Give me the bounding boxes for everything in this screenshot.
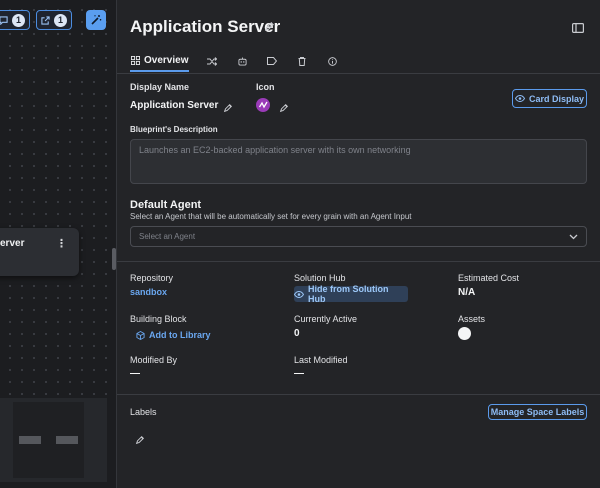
default-agent-placeholder: Select an Agent bbox=[139, 232, 196, 241]
tab-labels[interactable] bbox=[257, 50, 287, 72]
currently-active-value: 0 bbox=[294, 328, 300, 339]
modified-by-value: — bbox=[130, 368, 140, 379]
tab-overview[interactable]: Overview bbox=[130, 50, 190, 72]
minimap-node bbox=[19, 436, 41, 444]
add-to-library-label: Add to Library bbox=[149, 330, 211, 340]
labels-title: Labels bbox=[130, 407, 157, 417]
node-title: erver bbox=[0, 238, 25, 249]
default-agent-title: Default Agent bbox=[130, 199, 202, 211]
canvas-toolbar: 1 1 bbox=[0, 10, 72, 32]
add-to-library-button[interactable]: Add to Library bbox=[136, 330, 211, 340]
shares-count: 1 bbox=[54, 13, 67, 27]
description-textarea[interactable]: Launches an EC2-backed application serve… bbox=[130, 139, 587, 184]
edit-display-name-icon[interactable] bbox=[223, 100, 233, 118]
estimated-cost-label: Estimated Cost bbox=[458, 273, 520, 283]
node-menu-icon[interactable]: ⋮ bbox=[56, 238, 67, 250]
eye-icon bbox=[294, 290, 304, 298]
shares-button[interactable]: 1 bbox=[36, 10, 72, 30]
panel-resize-handle[interactable] bbox=[112, 248, 116, 270]
tab-workflows[interactable] bbox=[197, 50, 227, 72]
display-name-label: Display Name bbox=[130, 82, 190, 92]
minimap-node bbox=[56, 436, 78, 444]
tag-icon bbox=[267, 57, 278, 65]
info-icon bbox=[328, 56, 337, 66]
chevron-down-icon bbox=[569, 234, 578, 239]
card-display-label: Card Display bbox=[528, 93, 585, 104]
hide-from-solution-hub-label: Hide from Solution Hub bbox=[307, 284, 389, 304]
tab-info[interactable] bbox=[317, 50, 347, 72]
magic-wand-button[interactable] bbox=[86, 10, 106, 30]
estimated-cost-value: N/A bbox=[458, 287, 476, 298]
last-modified-value: — bbox=[294, 368, 304, 379]
repository-link[interactable]: sandbox bbox=[130, 287, 167, 297]
magic-wand-icon bbox=[91, 15, 102, 25]
section-divider bbox=[117, 261, 600, 262]
display-name-value: Application Server bbox=[130, 100, 219, 111]
icon-label: Icon bbox=[256, 82, 275, 92]
building-block-label: Building Block bbox=[130, 314, 187, 324]
blueprint-icon bbox=[256, 98, 270, 112]
repository-label: Repository bbox=[130, 273, 174, 283]
trash-icon bbox=[298, 56, 306, 66]
hide-from-solution-hub-button[interactable]: Hide from Solution Hub bbox=[294, 284, 408, 304]
tab-agents[interactable] bbox=[227, 50, 257, 72]
manage-space-labels-button[interactable]: Manage Space Labels bbox=[488, 404, 587, 420]
external-link-icon bbox=[41, 15, 50, 25]
blueprint-canvas[interactable]: 1 1 erver ⋮ bbox=[0, 0, 116, 488]
edit-icon-icon[interactable] bbox=[279, 100, 289, 118]
default-agent-subtitle: Select an Agent that will be automatical… bbox=[130, 212, 412, 221]
comments-button[interactable]: 1 bbox=[0, 10, 30, 30]
panel-tabs: Overview bbox=[130, 50, 347, 72]
edit-labels-icon[interactable] bbox=[135, 432, 145, 450]
minimap[interactable] bbox=[0, 398, 107, 482]
asset-avatar[interactable] bbox=[458, 327, 471, 340]
repository-value: sandbox bbox=[130, 287, 168, 297]
panel-layout-icon[interactable] bbox=[572, 20, 585, 38]
section-divider bbox=[117, 394, 600, 395]
manage-space-labels-label: Manage Space Labels bbox=[490, 407, 585, 417]
comment-icon bbox=[0, 15, 8, 25]
card-display-button[interactable]: Card Display bbox=[512, 89, 587, 108]
shuffle-icon bbox=[207, 56, 218, 66]
pulse-icon bbox=[258, 101, 268, 109]
last-modified-label: Last Modified bbox=[294, 355, 348, 365]
tabs-divider bbox=[117, 73, 600, 74]
description-label: Blueprint's Description bbox=[130, 125, 218, 134]
eye-icon bbox=[514, 95, 525, 102]
robot-icon bbox=[238, 56, 247, 66]
edit-title-icon[interactable] bbox=[264, 19, 275, 37]
tab-delete[interactable] bbox=[287, 50, 317, 72]
blueprint-node[interactable]: erver ⋮ bbox=[0, 228, 79, 276]
tab-overview-label: Overview bbox=[144, 54, 189, 66]
cube-icon bbox=[136, 330, 145, 340]
details-panel: Application Server Overview Display Name… bbox=[116, 0, 600, 488]
grid-icon bbox=[131, 55, 140, 65]
page-title: Application Server bbox=[130, 17, 281, 36]
solution-hub-label: Solution Hub bbox=[294, 273, 346, 283]
modified-by-label: Modified By bbox=[130, 355, 178, 365]
comments-count: 1 bbox=[12, 13, 25, 27]
currently-active-label: Currently Active bbox=[294, 314, 358, 324]
description-text: Launches an EC2-backed application serve… bbox=[139, 145, 411, 155]
assets-label: Assets bbox=[458, 314, 486, 324]
default-agent-select[interactable]: Select an Agent bbox=[130, 226, 587, 247]
